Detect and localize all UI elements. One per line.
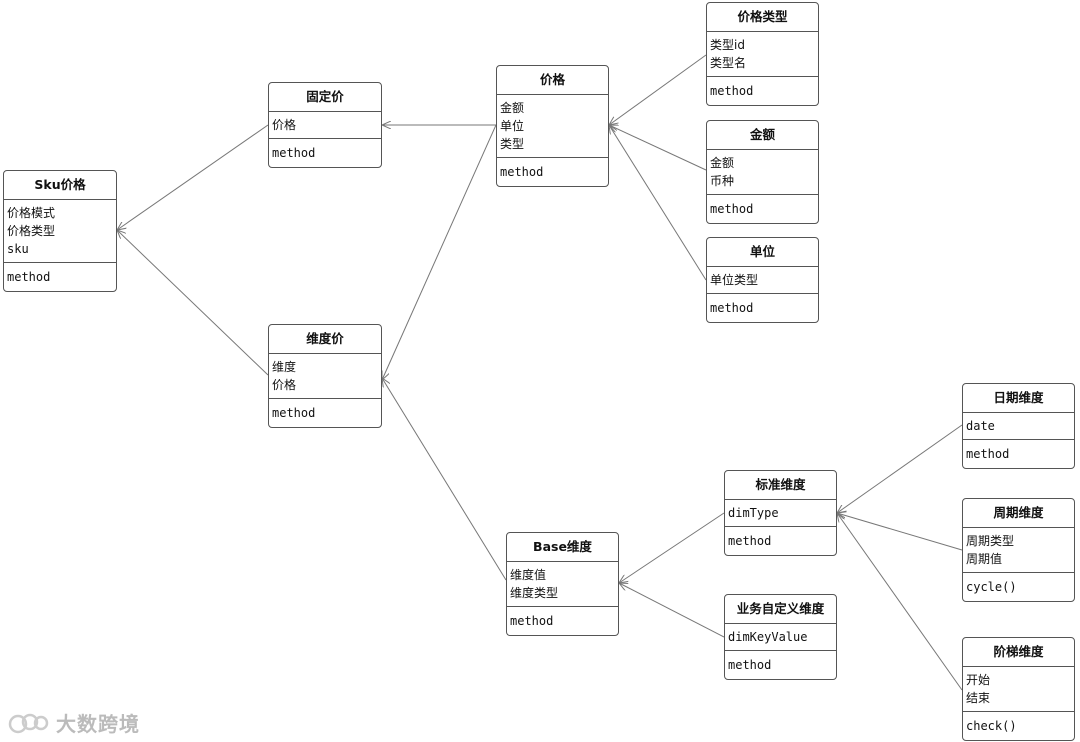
edge-base-to-dim: [382, 378, 507, 581]
watermark: 大数跨境: [8, 708, 140, 737]
class-attributes: 维度 价格: [269, 354, 381, 399]
attribute: 结束: [966, 691, 991, 705]
class-fixed-price[interactable]: 固定价 价格 method: [268, 82, 382, 168]
watermark-text: 大数跨境: [56, 712, 140, 736]
attribute: 维度类型: [510, 586, 559, 600]
class-methods: method: [728, 534, 772, 548]
class-attributes: dimType: [725, 500, 836, 527]
attribute: 类型id: [710, 38, 745, 52]
class-methods: method: [510, 614, 554, 628]
edge-biz-to-base: [619, 583, 725, 638]
attribute: 金额: [500, 101, 525, 115]
attribute: sku: [7, 242, 29, 256]
class-standard-dimension[interactable]: 标准维度 dimType method: [724, 470, 837, 556]
class-methods: method: [7, 270, 51, 284]
attribute: 单位: [500, 119, 525, 133]
attribute: 单位类型: [710, 273, 759, 287]
class-cycle-dimension[interactable]: 周期维度 周期类型 周期值 cycle(): [962, 498, 1075, 602]
class-title: Base维度: [507, 533, 618, 562]
class-title: 周期维度: [963, 499, 1074, 528]
class-unit[interactable]: 单位 单位类型 method: [706, 237, 819, 323]
edge-date-to-std: [837, 424, 963, 513]
class-methods: method: [710, 202, 754, 216]
attribute: 维度值: [510, 568, 547, 582]
class-attributes: date: [963, 413, 1074, 440]
class-price[interactable]: 价格 金额 单位 类型 method: [496, 65, 609, 187]
class-attributes: 开始 结束: [963, 667, 1074, 712]
class-methods: method: [710, 301, 754, 315]
attribute: dimKeyValue: [728, 630, 808, 644]
class-date-dimension[interactable]: 日期维度 date method: [962, 383, 1075, 469]
class-step-dimension[interactable]: 阶梯维度 开始 结束 check(): [962, 637, 1075, 741]
attribute: date: [966, 419, 995, 433]
class-amount[interactable]: 金额 金额 币种 method: [706, 120, 819, 224]
class-methods: method: [272, 146, 316, 160]
attribute: 周期值: [966, 552, 1003, 566]
edge-std-to-base: [619, 512, 725, 583]
attribute: 周期类型: [966, 534, 1015, 548]
edge-price-to-dim: [382, 124, 497, 380]
class-methods: method: [710, 84, 754, 98]
attribute: 类型: [500, 137, 525, 151]
attribute: 价格类型: [7, 224, 56, 238]
attribute: 价格: [272, 378, 297, 392]
class-price-type[interactable]: 价格类型 类型id 类型名 method: [706, 2, 819, 106]
class-base-dimension[interactable]: Base维度 维度值 维度类型 method: [506, 532, 619, 636]
attribute: dimType: [728, 506, 779, 520]
class-dim-price[interactable]: 维度价 维度 价格 method: [268, 324, 382, 428]
class-title: 价格类型: [707, 3, 818, 32]
class-methods: method: [728, 658, 772, 672]
edge-pricetype-to-price: [609, 54, 707, 125]
class-title: 业务自定义维度: [725, 595, 836, 624]
class-title: Sku价格: [4, 171, 116, 200]
edge-cycle-to-std: [837, 513, 963, 551]
attribute: 币种: [710, 174, 735, 188]
class-methods: cycle(): [966, 580, 1017, 594]
class-title: 价格: [497, 66, 608, 95]
class-methods: check(): [966, 719, 1017, 733]
edge-amount-to-price: [609, 125, 707, 171]
attribute: 类型名: [710, 56, 747, 70]
class-methods: method: [966, 447, 1010, 461]
class-methods: method: [272, 406, 316, 420]
attribute: 金额: [710, 156, 735, 170]
class-title: 标准维度: [725, 471, 836, 500]
attribute: 价格模式: [7, 206, 56, 220]
class-methods: method: [500, 165, 544, 179]
class-title: 固定价: [269, 83, 381, 112]
class-attributes: 金额 单位 类型: [497, 95, 608, 158]
attribute: 维度: [272, 360, 297, 374]
class-attributes: dimKeyValue: [725, 624, 836, 651]
attribute: 开始: [966, 673, 991, 687]
class-sku-price[interactable]: Sku价格 价格模式 价格类型 sku method: [3, 170, 117, 292]
class-attributes: 金额 币种: [707, 150, 818, 195]
class-attributes: 类型id 类型名: [707, 32, 818, 77]
class-attributes: 价格模式 价格类型 sku: [4, 200, 116, 263]
class-title: 金额: [707, 121, 818, 150]
edge-step-to-std: [837, 513, 963, 691]
class-attributes: 价格: [269, 112, 381, 139]
watermark-logo-icon: [8, 713, 49, 733]
class-title: 单位: [707, 238, 818, 267]
class-title: 阶梯维度: [963, 638, 1074, 667]
edge-fixed-to-sku: [117, 124, 269, 230]
attribute: 价格: [272, 118, 297, 132]
edge-dim-to-sku: [117, 230, 269, 376]
class-attributes: 单位类型: [707, 267, 818, 294]
edge-unit-to-price: [609, 125, 707, 281]
class-attributes: 周期类型 周期值: [963, 528, 1074, 573]
class-business-custom-dimension[interactable]: 业务自定义维度 dimKeyValue method: [724, 594, 837, 680]
class-attributes: 维度值 维度类型: [507, 562, 618, 607]
class-title: 日期维度: [963, 384, 1074, 413]
class-title: 维度价: [269, 325, 381, 354]
